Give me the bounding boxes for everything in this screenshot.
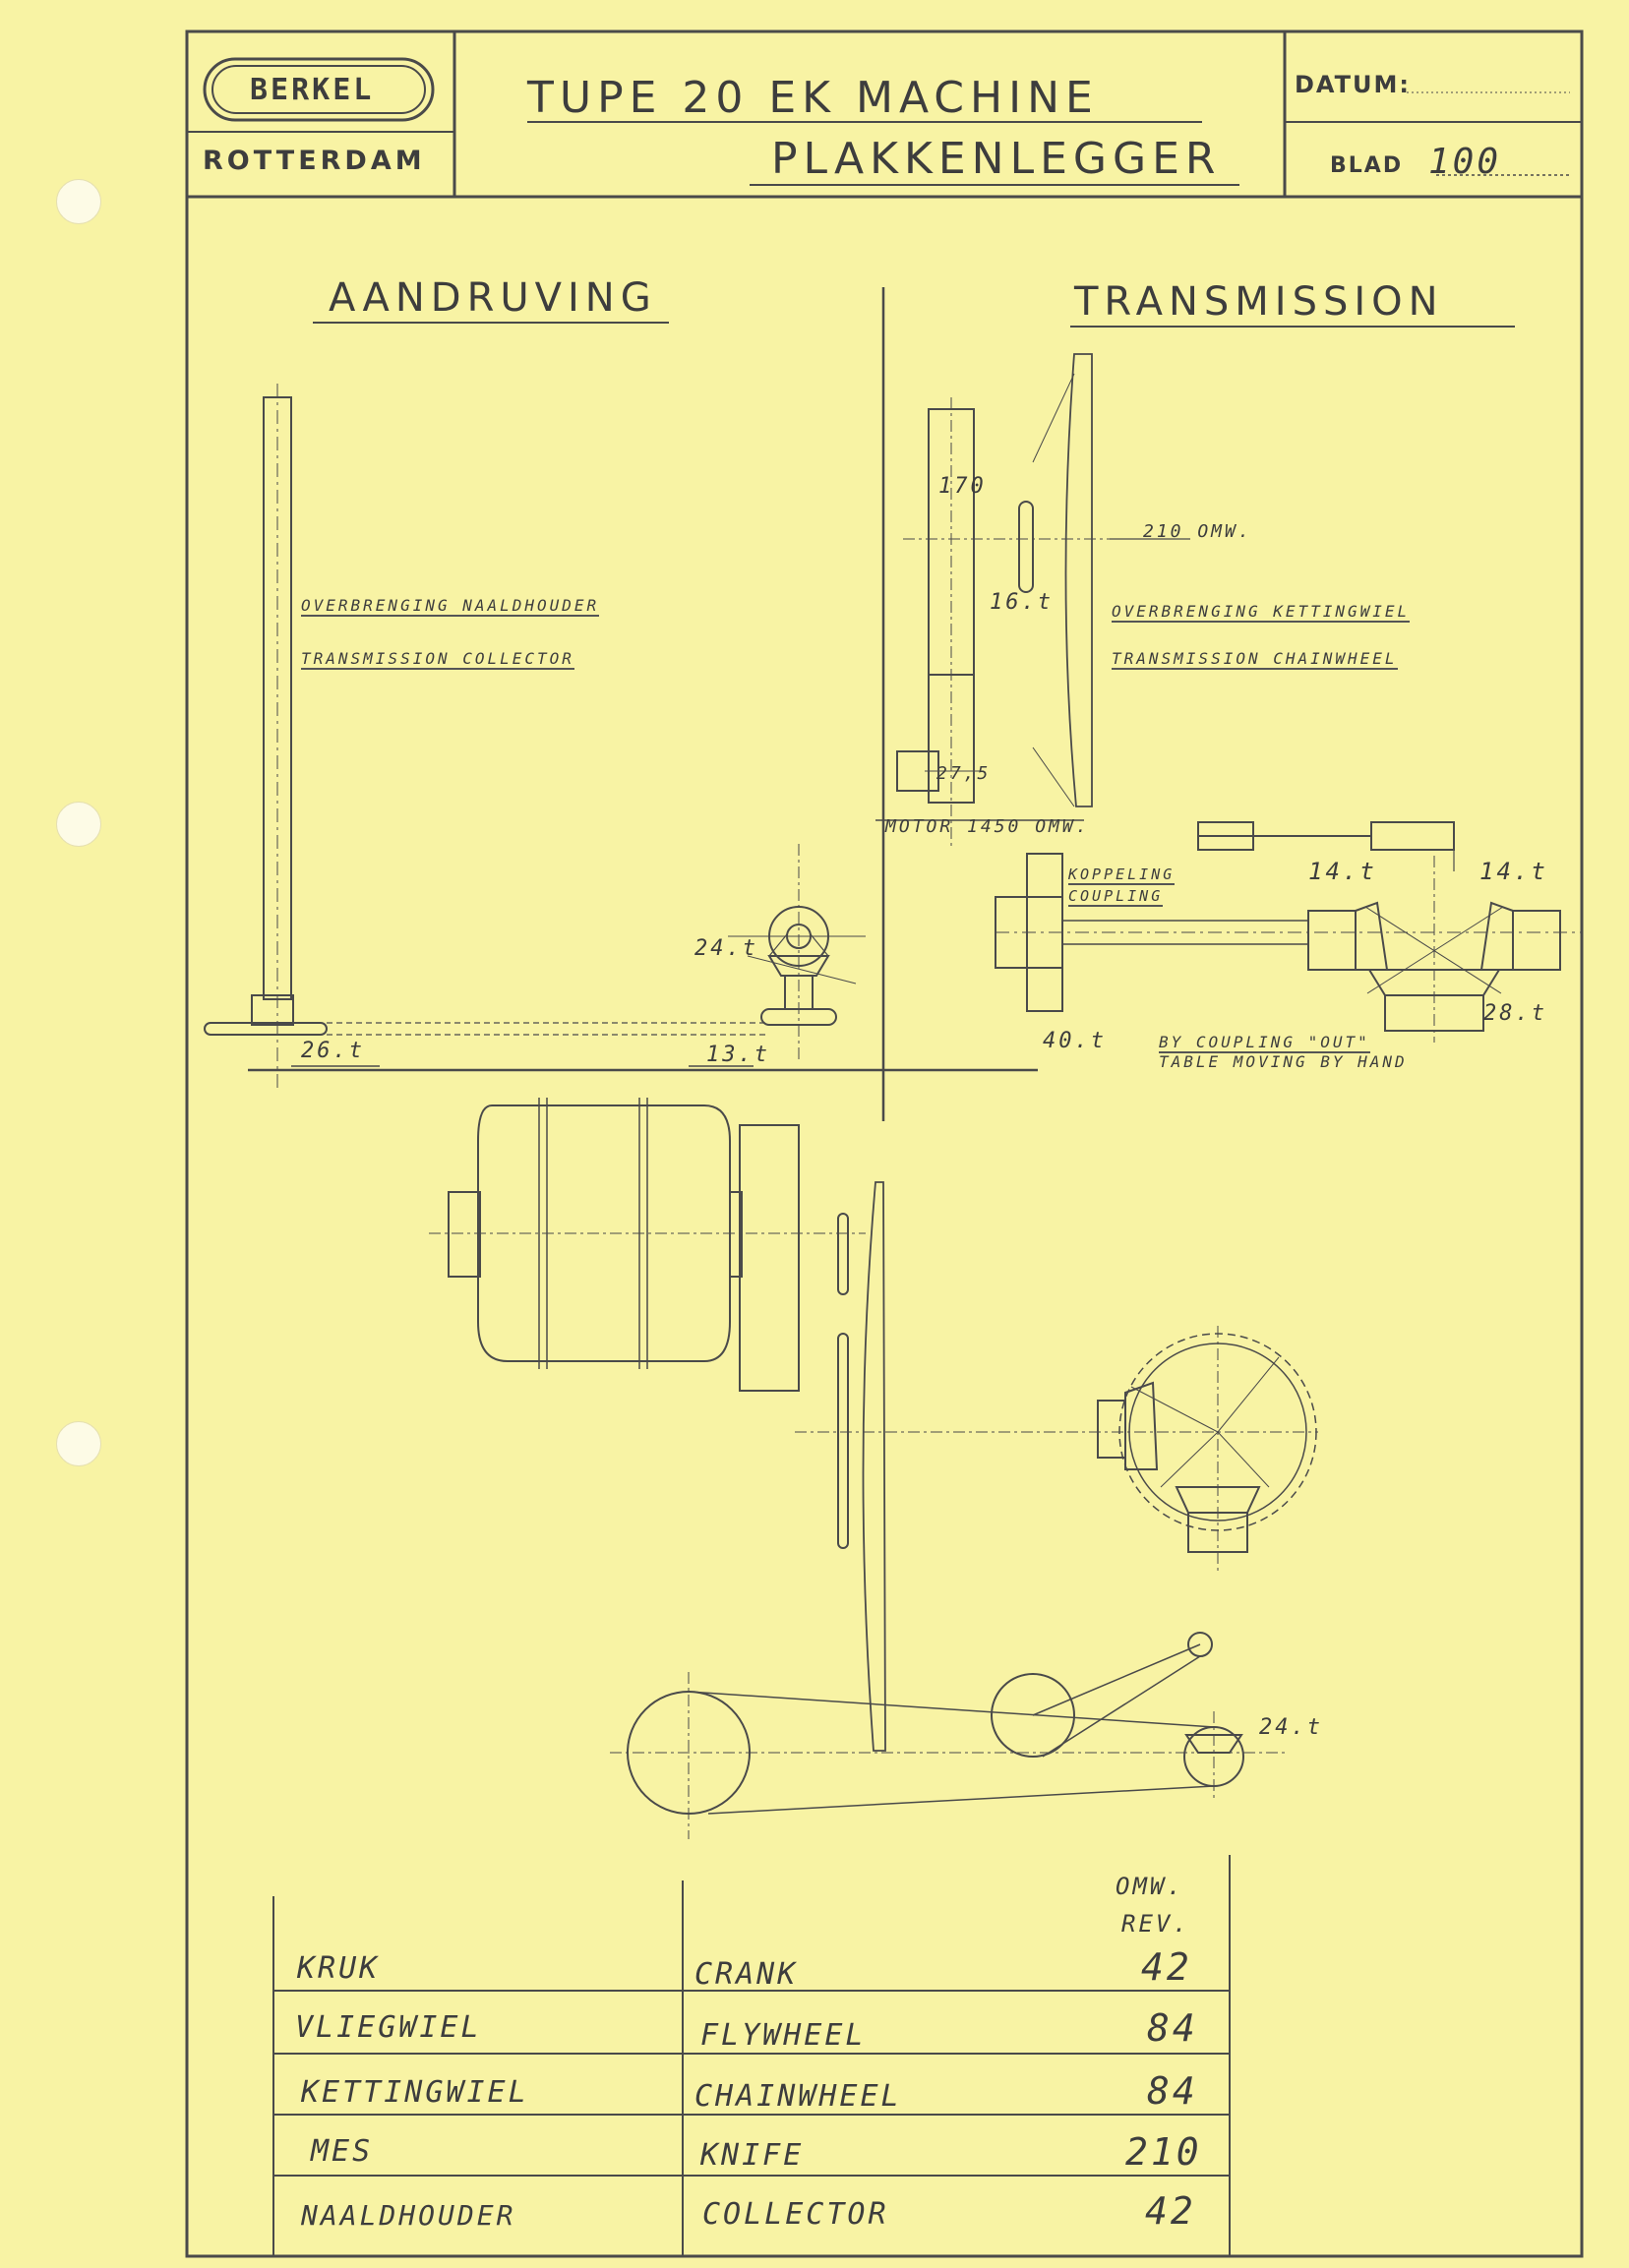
- table-row-3-rev: 84: [1147, 2069, 1198, 2113]
- table-row-2-rev: 84: [1147, 2006, 1198, 2050]
- table-row-4-nl: MES: [311, 2134, 374, 2169]
- drawing-title-line2: PLAKKENLEGGER: [771, 134, 1222, 184]
- logo-oval-outer: [203, 57, 435, 122]
- motor: [429, 1098, 1318, 1752]
- punch-hole-middle: [56, 802, 101, 847]
- label-table-moving: TABLE MOVING BY HAND: [1159, 1052, 1408, 1071]
- table-row-2-en: FLYWHEEL: [700, 2018, 867, 2053]
- label-28t: 28.t: [1483, 1001, 1547, 1026]
- transmission-upper: [875, 353, 1190, 846]
- label-coupling: COUPLING: [1068, 887, 1164, 907]
- label-24t-left: 24.t: [694, 936, 758, 961]
- table-row-5-nl: NAALDHOUDER: [301, 2199, 516, 2232]
- city-text: ROTTERDAM: [203, 146, 426, 176]
- table-header-omw: OMW.: [1116, 1873, 1184, 1900]
- datum-label: DATUM:: [1295, 71, 1411, 98]
- table-row-3-nl: KETTINGWIEL: [301, 2075, 529, 2110]
- label-27-5: 27,5: [936, 763, 992, 784]
- punch-hole-top: [56, 179, 101, 224]
- table-row-3-en: CHAINWHEEL: [694, 2079, 902, 2114]
- label-overbrenging-ketting: OVERBRENGING KETTINGWIEL: [1112, 602, 1411, 623]
- label-by-coupling: BY COUPLING "OUT": [1159, 1033, 1370, 1053]
- table-row-1-nl: KRUK: [297, 1951, 381, 1986]
- logo-text: BERKEL: [250, 73, 375, 107]
- label-24t-bottom: 24.t: [1259, 1715, 1323, 1740]
- table-row-4-rev: 210: [1125, 2130, 1202, 2174]
- label-motor-1450: MOTOR 1450 OMW.: [885, 816, 1090, 837]
- right-heading: TRANSMISSION: [1074, 279, 1444, 325]
- table-row-1-en: CRANK: [694, 1957, 799, 1992]
- bevel-gear-assembly-left: [728, 844, 866, 1062]
- logo-oval-inner: [211, 65, 426, 114]
- belt-drive: [610, 1632, 1289, 1839]
- label-transmission-chainwheel: TRANSMISSION CHAINWHEEL: [1112, 649, 1398, 670]
- label-170: 170: [938, 474, 987, 499]
- outer-frame: [185, 30, 1584, 2258]
- collector-rod: [204, 384, 767, 1092]
- coupling-assembly: [995, 821, 1582, 1043]
- label-koppeling: KOPPELING: [1068, 865, 1176, 885]
- blad-label: BLAD: [1330, 153, 1404, 178]
- table-row-4-en: KNIFE: [700, 2138, 805, 2173]
- left-heading: AANDRUVING: [329, 275, 657, 321]
- table-row-2-nl: VLIEGWIEL: [295, 2010, 482, 2045]
- blad-value: 100: [1428, 142, 1502, 182]
- label-14t-left: 14.t: [1308, 858, 1377, 885]
- label-14t-right: 14.t: [1479, 858, 1548, 885]
- punch-hole-bottom: [56, 1421, 101, 1466]
- table-grid: [272, 1855, 1231, 2256]
- table-row-5-rev: 42: [1145, 2189, 1196, 2233]
- label-40t: 40.t: [1043, 1029, 1107, 1053]
- table-row-5-en: COLLECTOR: [702, 2197, 889, 2232]
- table-header-rev: REV.: [1121, 1910, 1190, 1938]
- label-16t: 16.t: [990, 590, 1054, 615]
- label-26t: 26.t: [301, 1039, 365, 1063]
- label-overbrenging-naald: OVERBRENGING NAALDHOUDER: [301, 596, 600, 617]
- label-210-omw: 210 OMW.: [1143, 521, 1252, 542]
- label-transmission-collector: TRANSMISSION COLLECTOR: [301, 649, 574, 670]
- label-13t: 13.t: [706, 1043, 770, 1067]
- drawing-title-line1: TUPE 20 EK MACHINE: [527, 73, 1099, 123]
- table-row-1-rev: 42: [1141, 1945, 1192, 1989]
- gear-housing: [1097, 1326, 1317, 1574]
